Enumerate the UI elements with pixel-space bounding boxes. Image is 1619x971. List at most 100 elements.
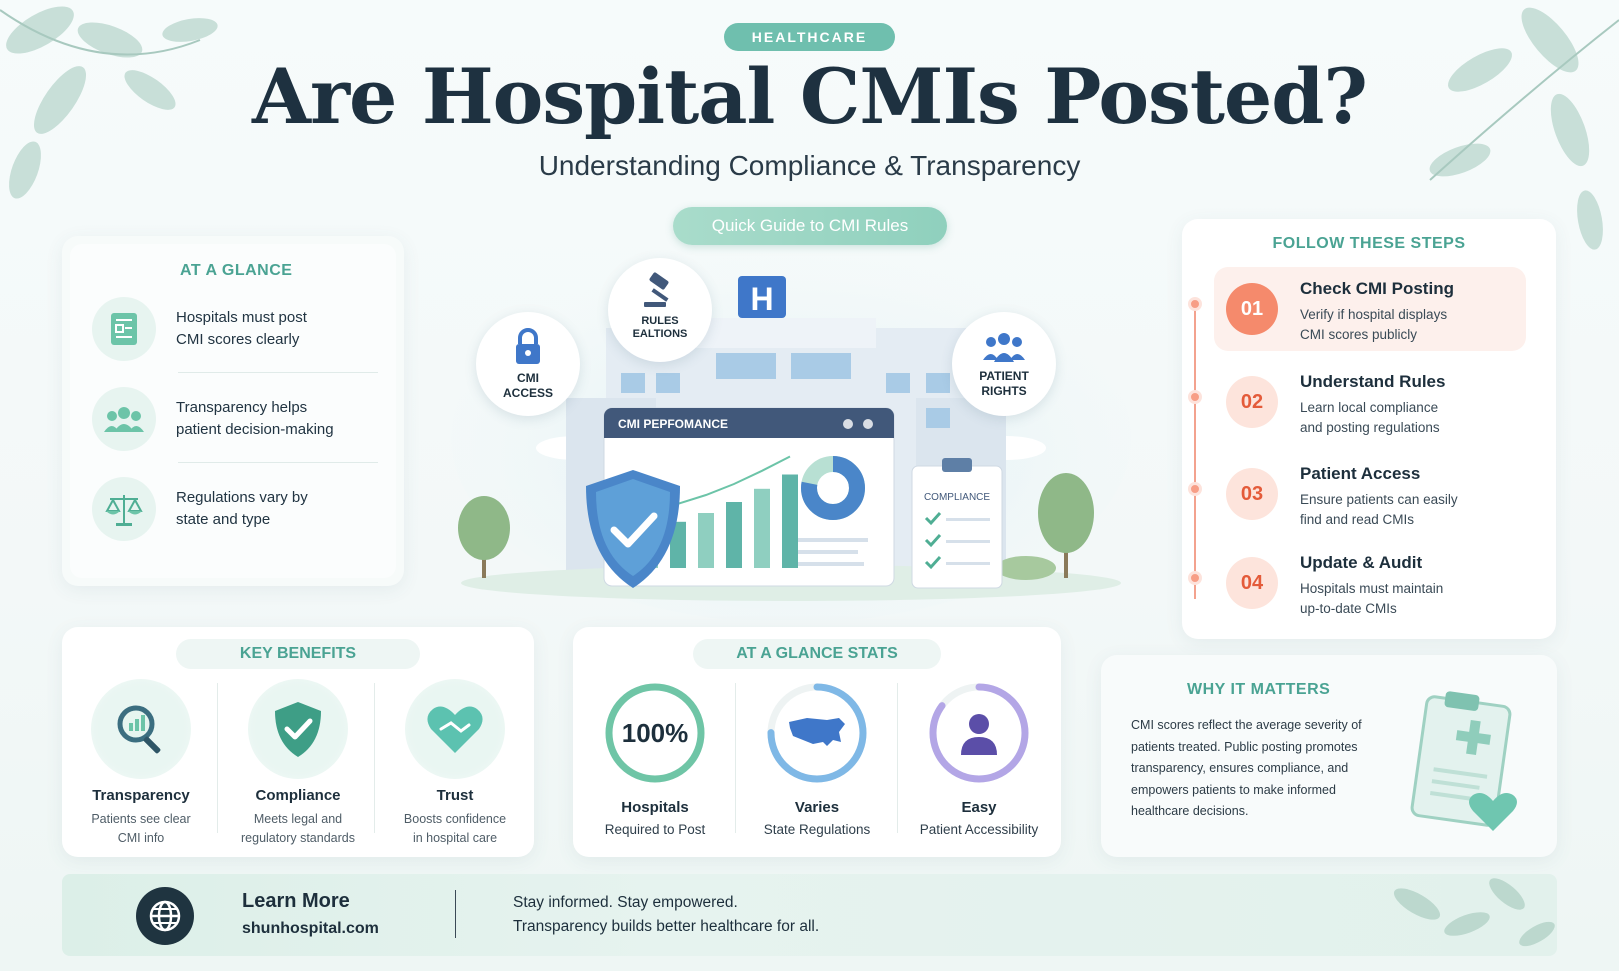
glance-line: Hospitals must post [176, 309, 307, 326]
people-group-icon [92, 387, 156, 451]
gavel-icon [644, 272, 669, 307]
step-desc: find and read CMIs [1300, 512, 1415, 527]
benefit-title: Compliance [255, 787, 341, 804]
why-line: patients treated. Public posting promote… [1131, 739, 1358, 754]
page-subtitle: Understanding Compliance & Transparency [538, 150, 1081, 181]
stats-title: AT A GLANCE STATS [693, 639, 941, 669]
page-title: Are Hospital CMIs Posted? [252, 52, 1368, 141]
benefit-trust: Trust Boosts confidence in hospital care [380, 679, 530, 848]
at-a-glance-title: AT A GLANCE [180, 262, 293, 279]
benefit-desc: Patients see clear [91, 812, 191, 826]
benefit-desc: regulatory standards [241, 831, 355, 845]
stat-ring-progress [929, 683, 1029, 783]
lock-icon [516, 328, 540, 364]
footer-tagline: Transparency builds better healthcare fo… [513, 918, 820, 935]
step-desc: Hospitals must maintain [1300, 581, 1444, 596]
steps-card: FOLLOW THESE STEPS 01 Check CMI Posting … [1182, 219, 1556, 639]
magnifier-chart-icon [91, 679, 191, 779]
why-line: CMI scores reflect the average severity … [1131, 718, 1362, 732]
bubble-line: EALTIONS [632, 328, 688, 340]
category-tag: HEALTHCARE [724, 23, 895, 51]
step-number: 02 [1226, 376, 1278, 428]
step-desc: CMI scores publicly [1300, 327, 1418, 342]
benefit-desc: CMI info [117, 831, 165, 845]
stat-title: Hospitals [621, 799, 689, 816]
people-icon [983, 333, 1025, 362]
footer-tagline: Stay informed. Stay empowered. [513, 894, 738, 911]
step-desc: Ensure patients can easily [1300, 492, 1458, 507]
step-number: 03 [1226, 468, 1278, 520]
benefit-compliance: Compliance Meets legal and regulatory sta… [223, 679, 373, 848]
step-item-2[interactable]: 02 Understand Rules Learn local complian… [1214, 360, 1526, 444]
glance-line: Transparency helps [176, 399, 308, 416]
step-title: Update & Audit [1300, 553, 1423, 572]
step-item-4[interactable]: 04 Update & Audit Hospitals must maintai… [1214, 541, 1526, 625]
glance-line: Regulations vary by [176, 489, 308, 506]
stat-title: Varies [794, 799, 840, 816]
bubble-line: RULES [641, 315, 679, 327]
website-link[interactable]: shunhospital.com [242, 920, 379, 937]
dashboard-bar [670, 521, 686, 568]
step-desc: and posting regulations [1300, 420, 1440, 435]
hospital-sign: H [750, 281, 773, 317]
stat-easy: Easy Patient Accessibility [904, 681, 1054, 837]
clipboard-heart-icon [1410, 691, 1517, 831]
heart-handshake-icon [405, 679, 505, 779]
why-line: empowers patients to make informed [1131, 782, 1336, 797]
globe-icon[interactable] [136, 887, 194, 945]
step-title: Check CMI Posting [1300, 279, 1454, 298]
donut-segment [801, 456, 865, 520]
why-text: CMI scores reflect the average severity … [1131, 715, 1387, 823]
glance-item: Transparency helps patient decision-makin… [92, 384, 362, 454]
step-desc: Verify if hospital displays [1300, 307, 1448, 322]
why-it-matters-card: WHY IT MATTERS CMI scores reflect the av… [1101, 655, 1557, 857]
key-benefits-title: KEY BENEFITS [176, 639, 420, 669]
step-number: 01 [1226, 283, 1278, 335]
benefit-title: Trust [436, 787, 474, 804]
why-line: healthcare decisions. [1131, 804, 1249, 818]
quick-guide-button[interactable]: Quick Guide to CMI Rules [673, 207, 947, 245]
glance-line: patient decision-making [176, 421, 334, 438]
step-item-3[interactable]: 03 Patient Access Ensure patients can ea… [1214, 452, 1526, 536]
benefit-desc: Meets legal and [253, 812, 343, 826]
hero-illustration: H CMI PEPFOMANCE COMPLIANCE [446, 248, 1136, 623]
benefit-desc: Boosts confidence [403, 812, 507, 826]
step-title: Patient Access [1300, 464, 1421, 483]
footer-banner: Learn More shunhospital.com Stay informe… [62, 874, 1557, 956]
clipboard-title: COMPLIANCE [924, 492, 990, 503]
learn-more-heading: Learn More [242, 890, 350, 912]
document-chart-icon [92, 297, 156, 361]
step-item-1[interactable]: 01 Check CMI Posting Verify if hospital … [1214, 267, 1526, 351]
glance-line: state and type [176, 511, 271, 528]
bubble-line: RIGHTS [981, 384, 1027, 398]
shield-check-icon [248, 679, 348, 779]
benefit-desc: in hospital care [412, 831, 498, 845]
dashboard-bar [754, 488, 770, 568]
stat-hospitals: 100% Hospitals Required to Post [580, 681, 730, 837]
stats-card: AT A GLANCE STATS 100% Hospitals Require… [573, 627, 1061, 857]
stat-desc: State Regulations [763, 822, 871, 837]
step-title: Understand Rules [1300, 372, 1446, 391]
dashboard-bar [726, 502, 742, 568]
bubble-line: CMI [517, 371, 539, 385]
stat-title: Easy [961, 799, 997, 816]
bubble-line: PATIENT [979, 369, 1029, 383]
step-number: 04 [1226, 557, 1278, 609]
step-desc: up-to-date CMIs [1300, 601, 1397, 616]
benefit-title: Transparency [92, 787, 190, 804]
stat-desc: Patient Accessibility [919, 822, 1039, 837]
key-benefits-card: KEY BENEFITS Transparency Patients see c… [62, 627, 534, 857]
person-icon [961, 714, 997, 755]
stat-ring-progress [767, 683, 867, 783]
usa-map-icon [789, 718, 845, 746]
glance-item: Regulations vary by state and type [92, 474, 362, 544]
glance-line: CMI scores clearly [176, 331, 300, 348]
dashboard-bar [698, 513, 714, 568]
bubble-line: ACCESS [502, 386, 553, 400]
dashboard-bar [782, 474, 798, 568]
